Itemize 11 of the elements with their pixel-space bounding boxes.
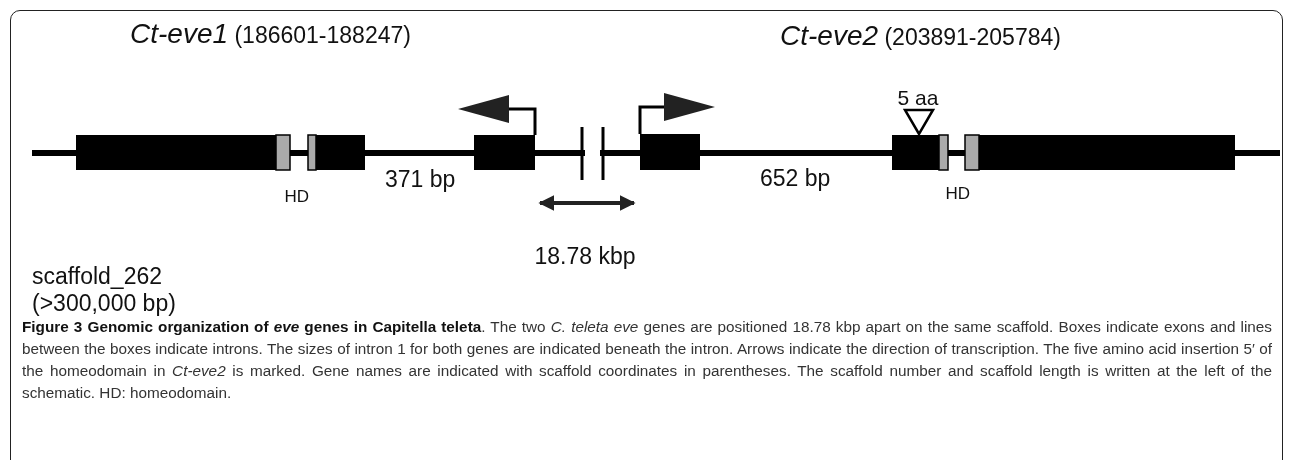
scaffold-label: scaffold_262 <box>32 263 162 290</box>
gene-name: Ct-eve1 (186601-188247) <box>130 18 411 50</box>
distance-label: 18.78 kbp <box>534 243 636 270</box>
insertion-label: 5 aa <box>897 86 939 110</box>
scaffold-length-label: (>300,000 bp) <box>32 290 176 317</box>
domain-label: HD <box>284 187 310 207</box>
intron-size-label: 652 bp <box>760 165 831 192</box>
gene-name: Ct-eve2 (203891-205784) <box>780 20 1061 52</box>
figure-caption: Figure 3 Genomic organization of eve genes in Capitella teleta. The two C. teleta eve genes are positioned 18.78 kbp apart on the same scaffold. Boxes indicate exons and lines between the boxes indicate introns. The sizes of intron 1 for both genes are indicated beneath the intron. Arrows indicate the direction of transcription. The five amino acid insertion 5′ of the homeodomain in Ct-eve2 is marked. Gene names are indicated with scaffold coordinates in parentheses. The scaffold number and scaffold length is written at the left of the schematic. HD: homeodomain. <box>22 317 1272 403</box>
domain-label: HD <box>945 184 971 204</box>
intron-size-label: 371 bp <box>385 166 456 193</box>
